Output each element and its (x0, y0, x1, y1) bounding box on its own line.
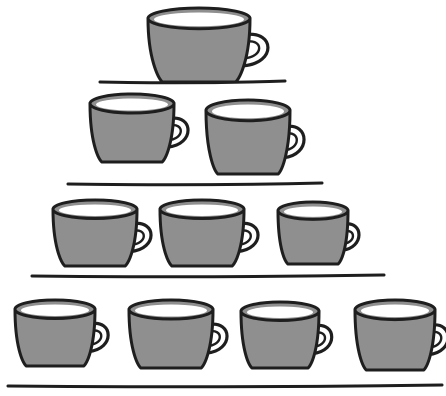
cup-opening (21, 305, 89, 316)
cup-opening (135, 305, 207, 317)
cup-opening (212, 105, 284, 119)
shelf-line-row-4 (8, 385, 442, 387)
shelf-line-row-2 (68, 183, 322, 185)
cup-row-4-2 (129, 300, 227, 368)
cup-opening (247, 307, 313, 318)
shelf-line-row-3 (32, 275, 384, 277)
cup-opening (96, 99, 168, 111)
cup-row-1-1 (148, 8, 268, 82)
cup-row-4-3 (241, 302, 332, 368)
cup-row-2-1 (90, 94, 188, 162)
cup-opening (284, 207, 342, 217)
cup-row-3-2 (160, 200, 258, 266)
cup-opening (154, 13, 244, 27)
cup-row-4-4 (355, 300, 446, 370)
cup-row-3-3 (278, 202, 359, 264)
cup-opening (59, 205, 131, 216)
cup-row-2-2 (206, 100, 304, 174)
cup-row-4-1 (15, 300, 108, 366)
cup-row-3-1 (53, 200, 151, 266)
cup-opening (361, 305, 429, 318)
cup-opening (166, 205, 238, 216)
